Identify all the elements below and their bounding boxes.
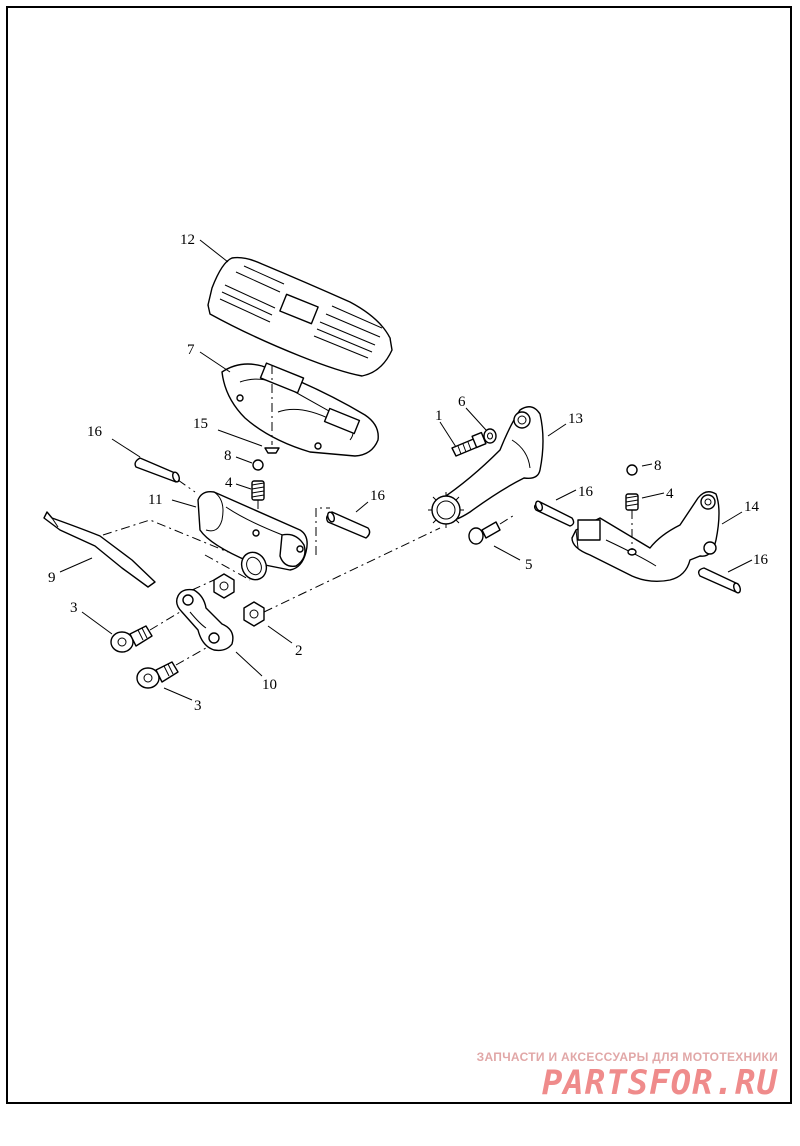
callout-16-upper-left: 16 (87, 424, 103, 440)
callout-16-right-lower: 16 (753, 552, 769, 568)
callout-labels: 1 2 3 3 4 4 5 6 7 8 8 9 10 11 12 13 14 1… (48, 232, 769, 714)
callout-2: 2 (295, 643, 303, 659)
callout-5: 5 (525, 557, 533, 573)
callout-10: 10 (262, 677, 277, 693)
callout-16-right-upper: 16 (578, 484, 594, 500)
bolt-1 (451, 431, 487, 457)
callout-14: 14 (744, 499, 760, 515)
watermark: ЗАПЧАСТИ И АКСЕССУАРЫ ДЛЯ МОТОТЕХНИКИ PA… (477, 1050, 778, 1102)
trim-strip-9 (43, 511, 156, 588)
mounting-arm-13 (439, 406, 544, 523)
callout-4-right: 4 (666, 486, 674, 502)
callout-11: 11 (148, 492, 162, 508)
ball-8-left (252, 459, 264, 471)
callout-1: 1 (435, 408, 443, 424)
callout-3-lower: 3 (194, 698, 202, 714)
pin-16-right-upper (533, 500, 575, 527)
screw-15 (264, 447, 280, 454)
footboard-pad (207, 256, 393, 377)
pin-16-right-lower (697, 567, 741, 594)
watermark-caption: ЗАПЧАСТИ И АКСЕССУАРЫ ДЛЯ МОТОТЕХНИКИ (476, 1050, 778, 1064)
mount-bracket-14 (571, 491, 720, 583)
screw-3-lower (136, 661, 179, 689)
pin-16-middle (325, 511, 371, 539)
callout-12: 12 (180, 232, 195, 248)
footboard-bracket (221, 362, 379, 457)
callout-13: 13 (568, 411, 583, 427)
spline-gear (428, 492, 464, 528)
ball-8-right (626, 464, 638, 476)
callout-8-left: 8 (224, 448, 232, 464)
watermark-logo: PARTSFOR.RU (541, 1063, 778, 1103)
callout-7: 7 (187, 342, 195, 358)
pivot-block-11 (197, 490, 308, 571)
pin-16-upper-left (134, 457, 180, 483)
washer-6 (483, 428, 497, 444)
spring-4-right (625, 493, 639, 511)
callout-6: 6 (458, 394, 466, 410)
callout-4-left: 4 (225, 475, 233, 491)
screw-3-upper (110, 625, 153, 653)
nut-upper (213, 573, 235, 599)
spring-ring (240, 551, 268, 581)
link-arm-10 (175, 588, 234, 652)
bolt-5 (468, 521, 501, 545)
callout-3-upper: 3 (70, 600, 78, 616)
callout-15: 15 (193, 416, 208, 432)
callout-9: 9 (48, 570, 56, 586)
callout-8-right: 8 (654, 458, 662, 474)
callout-16-middle: 16 (370, 488, 386, 504)
spring-4-left (251, 480, 265, 501)
nut-2 (243, 601, 265, 627)
